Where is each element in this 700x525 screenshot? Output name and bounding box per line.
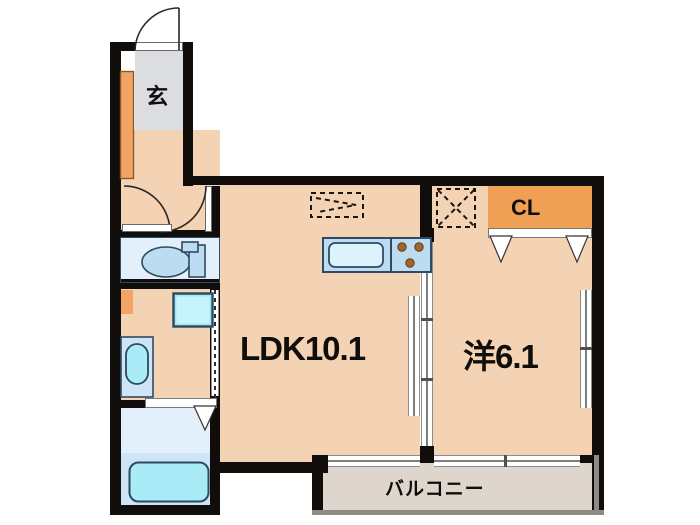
shoe-cabinet-icon [119,70,135,180]
closet-fill [488,186,592,228]
kitchen-sink-icon [328,242,384,268]
toilet-door-leaf[interactable] [122,224,172,232]
entrance-tile-area [135,49,183,135]
closet-door-vanes [489,235,589,264]
vanity-washbasin-icon [120,336,154,398]
toilet-bowl-icon [141,241,206,278]
entrance-door-swing [134,7,180,51]
wall-ldk-bottom [220,462,328,473]
bedroom-balcony-door-mullion [434,460,580,462]
ldk-right-window-mullion [413,296,415,416]
washroom-sliding-door[interactable] [211,290,219,396]
wall-closet-top [432,176,604,186]
bathroom-door-band[interactable] [145,398,217,408]
washroom-cabinet-fill [121,290,133,314]
washer-pan-icon [172,292,214,328]
wall-toilet-bottom [116,279,220,289]
partition-joint-upper [421,318,433,321]
washroom-door-dash [214,290,216,398]
wall-right-outer [592,176,604,515]
balcony-floor [322,462,594,510]
wall-balcony-left [312,455,323,515]
bedroom-window-joint [580,347,592,350]
toilet-room-border [120,237,220,283]
partition-joint-lower [421,378,433,381]
wall-kitchen-nook-right [420,185,432,231]
ldk-entry-door-leaf[interactable] [205,186,212,232]
toilet-door-swing [123,185,171,233]
wall-hallway-right [210,186,220,238]
wall-left-outer [110,186,121,515]
partition-mullion-a [426,242,428,446]
stove-divider [390,237,392,273]
bedroom-label: 洋6.1 [463,338,539,375]
balcony-label: バルコニー [385,479,485,500]
closet-door-band[interactable] [488,228,592,238]
entrance-label: 玄 [146,84,169,109]
wall-bottom-left [110,505,220,515]
bedroom-floor [432,228,592,460]
wall-entrance-connector [183,176,220,185]
ldk-label: LDK10.1 [240,330,366,367]
shoe-cabinet-fill [121,72,133,178]
balcony-rail-right [594,455,599,515]
wall-bath-right [210,400,220,515]
wall-ldk-top [193,176,488,185]
bedroom-balcony-door-joint [504,455,507,467]
wall-entrance-right [183,42,193,186]
ldk-floor [220,183,420,471]
closet-label: CL [511,195,541,220]
range-hood-icon [310,192,364,218]
wall-left-entrance [110,42,121,186]
wall-toilet-top [116,230,220,238]
bathtub-icon [128,461,210,503]
overhead-storage-icon [436,188,476,228]
balcony-rail-bottom [312,510,604,515]
bathroom-door-vane [193,405,217,432]
stove-burners-icon [397,242,424,268]
ldk-balcony-door-mullion [328,460,420,462]
